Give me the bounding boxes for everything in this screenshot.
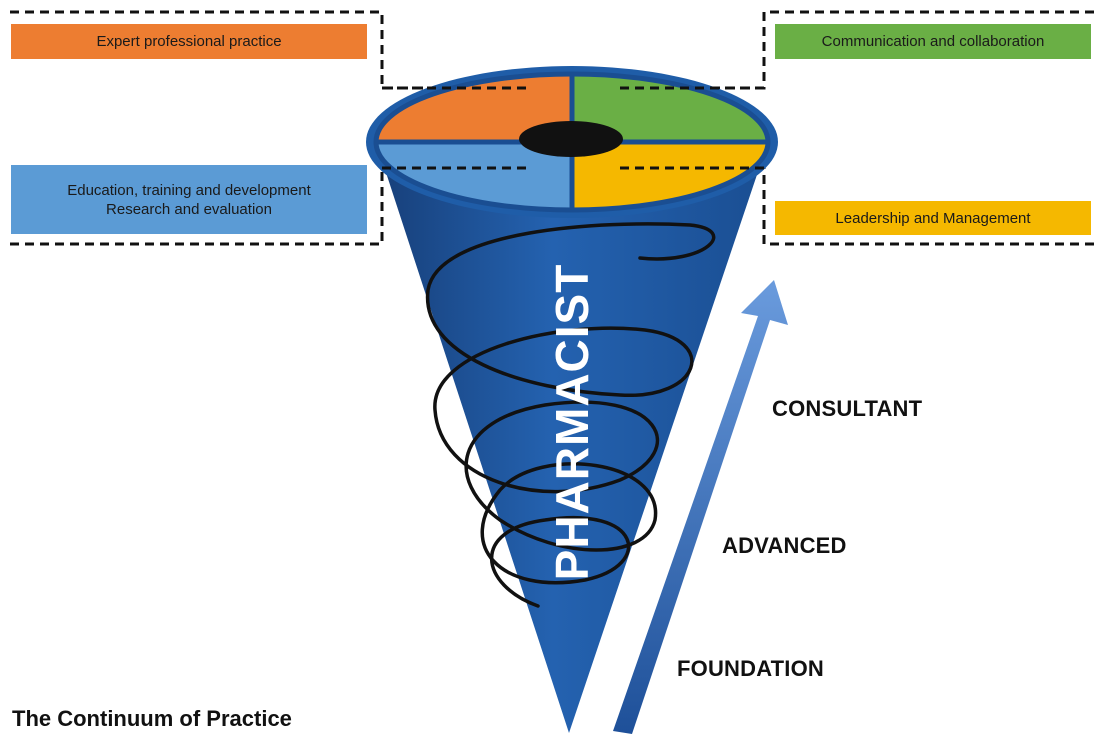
- figure-caption: The Continuum of Practice: [12, 706, 292, 731]
- expert-practice-text: Expert professional practice: [96, 33, 282, 50]
- dashed-frames: [10, 10, 1094, 246]
- education-text-line2: Research and evaluation: [106, 200, 272, 218]
- expert-practice-label: Expert professional practice: [11, 24, 367, 59]
- communication-label: Communication and collaboration: [775, 24, 1091, 59]
- leadership-fill: [775, 201, 1091, 235]
- expert-practice-fill: [11, 24, 367, 59]
- disc-center-hole: [519, 121, 623, 157]
- stage-foundation: FOUNDATION: [677, 656, 825, 681]
- progression-arrow: [613, 280, 788, 734]
- communication-text: Communication and collaboration: [821, 33, 1045, 50]
- stage-advanced: ADVANCED: [722, 533, 847, 558]
- education-text-line1: Education, training and development: [67, 181, 311, 199]
- spiral: [425, 222, 716, 608]
- cone-body: [376, 142, 768, 733]
- pharmacist-text: PHARMACIST: [546, 263, 598, 581]
- stage-consultant: CONSULTANT: [772, 396, 923, 421]
- education-fill: [11, 165, 367, 234]
- leadership-text: Leadership and Management: [835, 209, 1031, 227]
- communication-fill: [775, 24, 1091, 59]
- education-label: Education, training and development Rese…: [11, 165, 367, 234]
- disc-connectors: [382, 86, 764, 170]
- leadership-label: Leadership and Management: [775, 201, 1091, 235]
